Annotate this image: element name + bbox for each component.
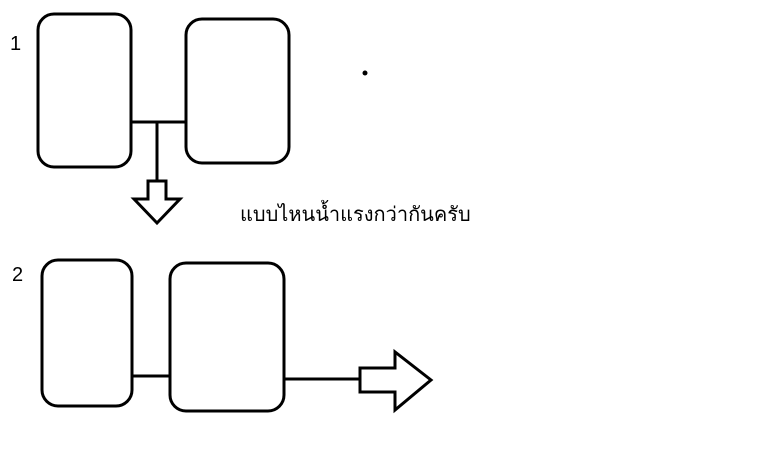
option-2-label: 2	[12, 264, 24, 286]
option-1-down-arrow-icon	[130, 179, 184, 226]
option-2-right-arrow-icon	[358, 348, 434, 414]
stray-dot	[362, 70, 368, 76]
question-text: แบบไหนน้ำแรงกว่ากันครับ	[240, 202, 471, 226]
option-2-group	[40, 258, 434, 414]
option-2-left-container	[40, 258, 134, 408]
option-1-group	[36, 12, 291, 226]
option-1-right-container	[184, 17, 291, 165]
option-2-right-container	[168, 261, 286, 413]
option-1-label: 1	[10, 33, 22, 55]
option-1-left-container	[36, 12, 133, 169]
